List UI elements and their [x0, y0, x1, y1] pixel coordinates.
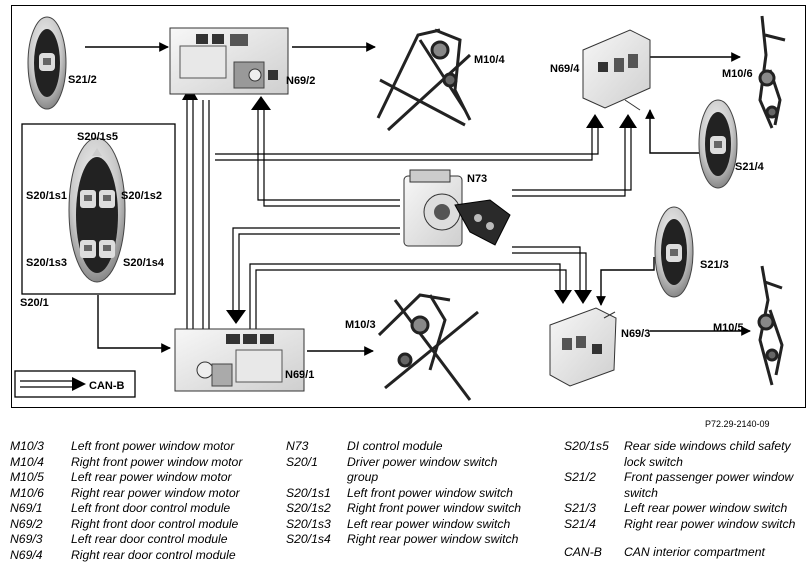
legend-description-continued: lock switch — [624, 454, 683, 469]
legend-code: CAN-B — [564, 545, 602, 559]
module-n69-3 — [549, 307, 617, 387]
legend-code: N69/3 — [10, 532, 43, 546]
motor-m10-6 — [758, 15, 786, 129]
legend-description: Left rear power window motor — [71, 470, 232, 484]
label-s21-2: S21/2 — [68, 74, 97, 86]
legend-description: Left rear power window switch — [624, 501, 788, 515]
can-b-key-arrow — [20, 377, 86, 391]
legend-description: DI control module — [347, 439, 443, 453]
label-s20-1s3: S20/1s3 — [26, 257, 67, 269]
legend-description: Right front door control module — [71, 516, 239, 531]
can-b-key-box — [14, 370, 136, 398]
legend-code: N73 — [286, 439, 309, 453]
wiring-diagram: S21/2 N69/2 M10/4 N69/4 M10 — [14, 15, 786, 401]
label-m10-5: M10/5 — [713, 322, 744, 334]
legend-code: M10/4 — [10, 454, 44, 469]
legend-description: Rear side windows child safety — [624, 439, 791, 453]
legend-description: Left rear power window switch — [347, 516, 511, 531]
switch-group-box-s20-1 — [21, 123, 176, 295]
legend-description: Left front power window motor — [71, 439, 235, 453]
switch-s21-3 — [654, 206, 694, 298]
legend-code: S20/1 — [286, 454, 318, 469]
legend-code: M10/6 — [10, 485, 44, 500]
label-m10-4: M10/4 — [474, 54, 505, 66]
legend-code: S20/1s4 — [286, 532, 331, 546]
label-s20-1s4: S20/1s4 — [123, 257, 165, 269]
legend-code: S21/4 — [564, 516, 596, 531]
figure-reference: P72.29-2140-09 — [705, 419, 770, 429]
label-n69-1: N69/1 — [285, 369, 314, 381]
label-s21-4: S21/4 — [735, 161, 765, 173]
legend-description: Right rear power window motor — [71, 485, 240, 500]
legend-description: Right rear door control module — [71, 547, 236, 562]
motor-m10-3 — [377, 293, 479, 401]
label-m10-6: M10/6 — [722, 68, 753, 80]
label-n69-4: N69/4 — [550, 63, 580, 75]
label-s20-1s5: S20/1s5 — [77, 131, 118, 143]
label-s20-1s2: S20/1s2 — [121, 190, 162, 202]
legend-description-continued: group — [347, 470, 379, 484]
legend-description: Left front door control module — [71, 501, 231, 515]
motor-m10-5 — [757, 265, 784, 386]
legend-description-continued: switch — [624, 485, 658, 500]
motor-m10-4 — [376, 28, 472, 132]
can-b-bus-lines — [186, 100, 632, 330]
label-s21-3: S21/3 — [700, 259, 729, 271]
label-n69-2: N69/2 — [286, 75, 315, 87]
legend-code: S20/1s5 — [564, 439, 609, 453]
module-n69-1 — [174, 328, 305, 392]
module-n69-2 — [169, 27, 289, 95]
legend-code: S21/3 — [564, 501, 596, 515]
module-n73 — [403, 169, 511, 247]
legend-description: Right front power window switch — [347, 501, 522, 515]
legend-description: CAN interior compartment — [624, 545, 765, 559]
legend-description: Front passenger power window — [624, 470, 794, 484]
legend-code: N69/1 — [10, 501, 43, 515]
can-b-arrowheads — [182, 86, 637, 324]
switch-s21-4 — [698, 99, 738, 189]
connection-lines — [85, 42, 751, 356]
legend-code: S20/1s3 — [286, 516, 331, 531]
label-s20-1: S20/1 — [20, 297, 49, 309]
label-s20-1s1: S20/1s1 — [26, 190, 67, 202]
legend-code: S20/1s2 — [286, 501, 331, 515]
diagram-frame — [11, 5, 806, 408]
can-b-key-label: CAN-B — [89, 380, 124, 392]
legend-description: Right front power window motor — [71, 454, 243, 469]
legend-code: M10/5 — [10, 470, 44, 484]
switch-s21-2 — [27, 16, 67, 110]
legend-description: Left rear door control module — [71, 532, 228, 546]
legend-description: Driver power window switch — [347, 454, 498, 469]
legend-code: M10/3 — [10, 439, 44, 453]
legend-description: Left front power window switch — [347, 485, 513, 500]
legend-description: Right rear power window switch — [347, 532, 519, 546]
legend-code: S20/1s1 — [286, 485, 331, 500]
legend-description: Right rear power window switch — [624, 516, 796, 531]
legend-code: N69/4 — [10, 547, 43, 562]
legend-code: N69/2 — [10, 516, 43, 531]
label-n69-3: N69/3 — [621, 328, 650, 340]
label-m10-3: M10/3 — [345, 319, 376, 331]
module-n69-4 — [582, 29, 651, 111]
legend-code: S21/2 — [564, 470, 596, 484]
label-n73: N73 — [467, 173, 487, 185]
switch-group-s20-1 — [68, 137, 126, 283]
